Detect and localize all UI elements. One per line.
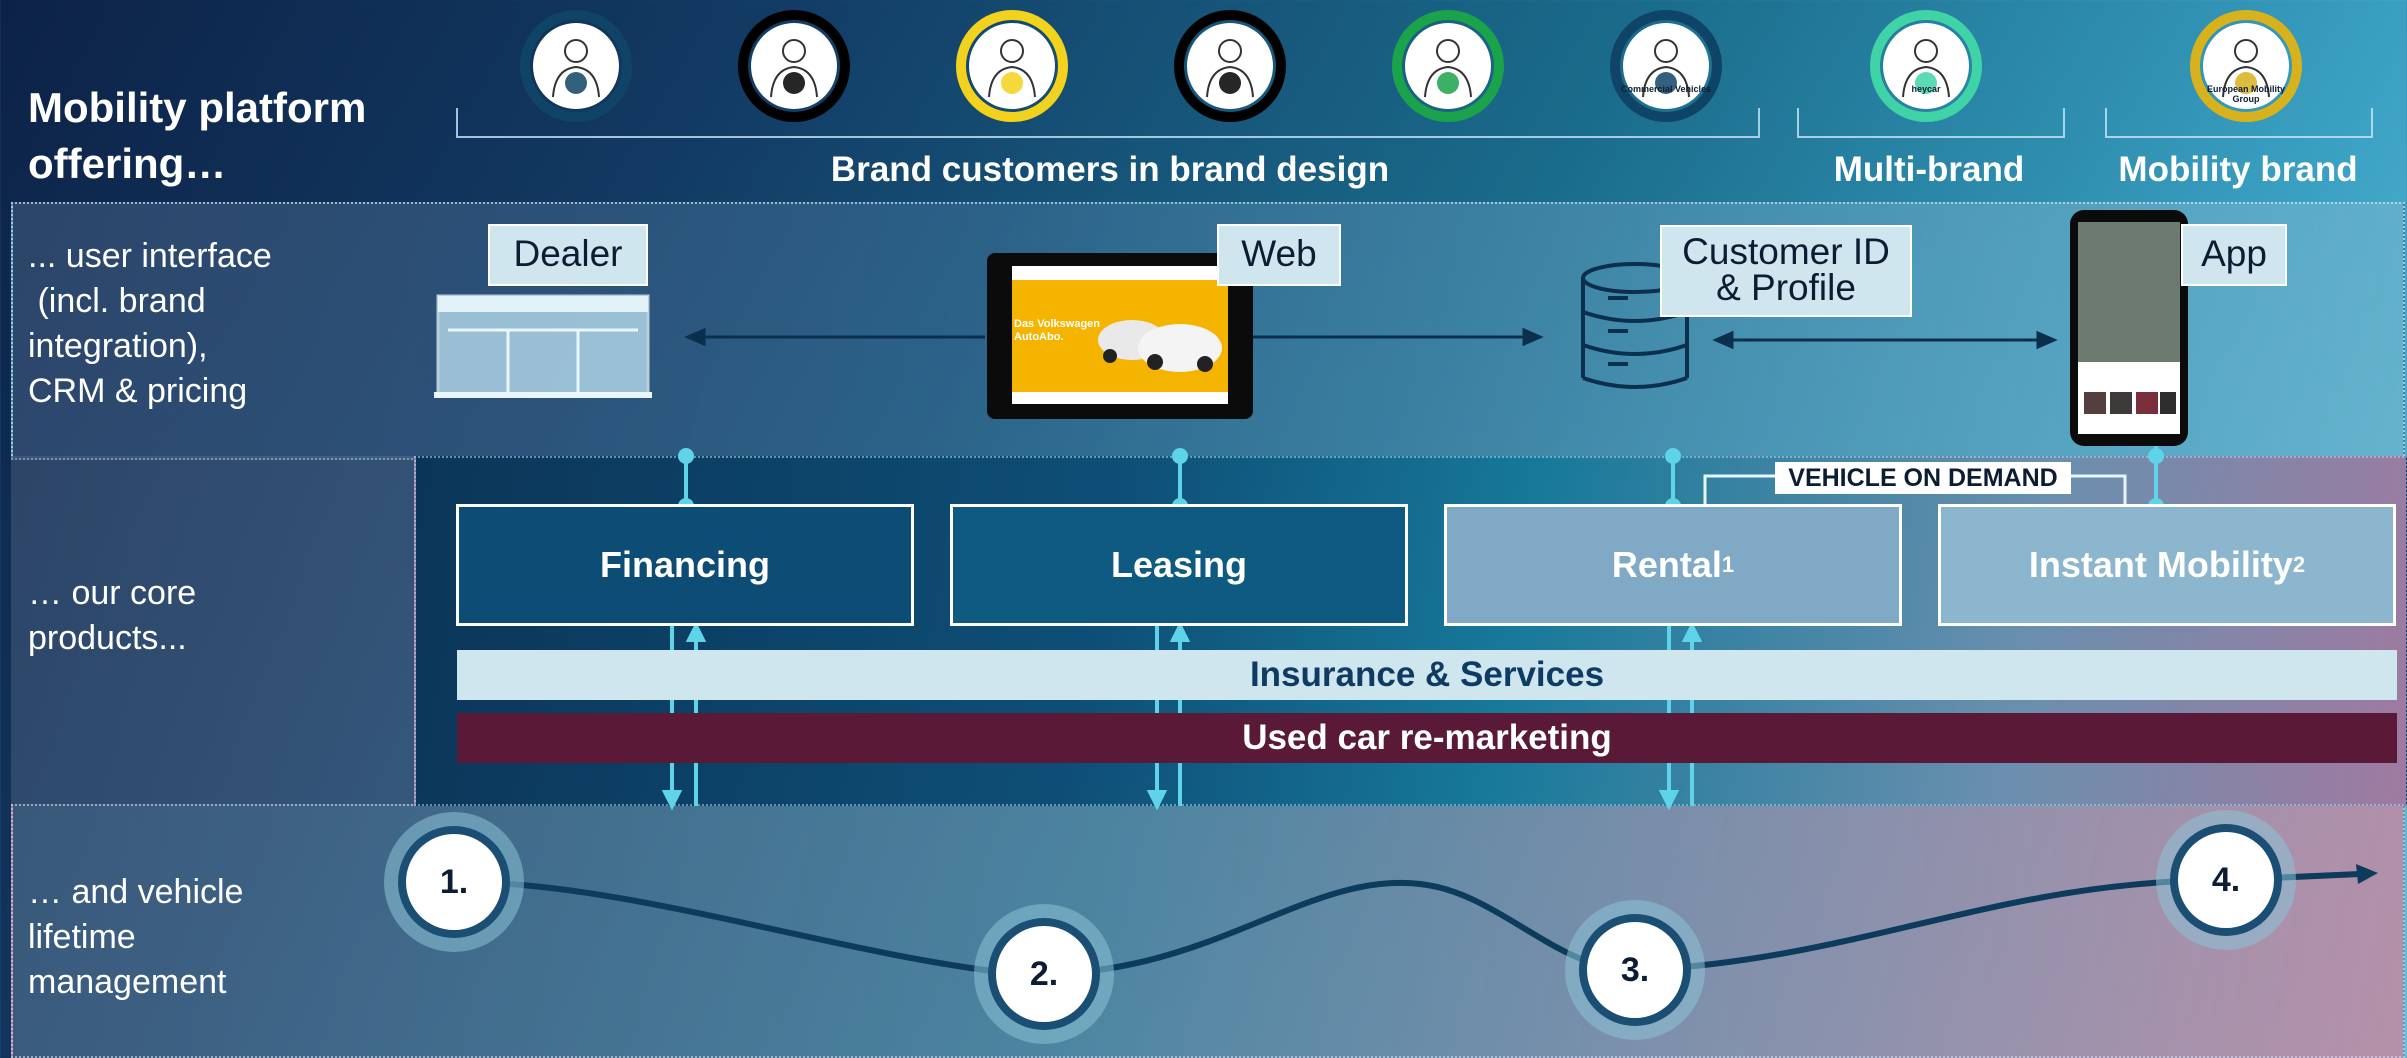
phone-device-icon [2070, 210, 2188, 446]
seat-logo-icon [956, 10, 1068, 122]
step-1: 1. [384, 812, 524, 952]
customer-id-tag: Customer ID & Profile [1660, 225, 1912, 317]
step-3-label: 3. [1587, 922, 1683, 1018]
product-label: Rental [1611, 544, 1722, 585]
step-4: 4. [2156, 810, 2296, 950]
group-mobility-brand-heading: Mobility brand [2118, 150, 2358, 189]
lifetime-arrowhead-icon [2356, 864, 2378, 884]
row-label-core: … our core products... [28, 574, 197, 657]
dealer-building-icon [434, 294, 652, 398]
group-brand-heading: Brand customers in brand design [830, 150, 1390, 189]
product-label: Financing [600, 544, 770, 585]
product-financing: Financing [456, 504, 914, 626]
product-leasing: Leasing [950, 504, 1408, 626]
vw-commercial-logo-caption: Commercial Vehicles [1620, 84, 1712, 94]
used-car-remarketing-bar: Used car re-marketing [457, 713, 2397, 763]
step-2: 2. [974, 904, 1114, 1044]
app-tag: App [2181, 224, 2287, 286]
european-mobility-group-logo-caption: European Mobility Group [2206, 84, 2285, 104]
multi-brand-bracket [1797, 108, 2065, 138]
channel-arrows [684, 327, 2058, 350]
product-label: Leasing [1110, 544, 1248, 585]
skoda-logo-icon [1392, 10, 1504, 122]
brand-bracket [456, 108, 1760, 138]
european-mobility-group-logo-icon: European Mobility Group [2190, 10, 2302, 122]
product-footnote-marker: 1 [1721, 552, 1735, 577]
cupra-logo-icon [1174, 10, 1286, 122]
vehicle-on-demand-label: VEHICLE ON DEMAND [1775, 462, 2071, 494]
page-title: Mobility platform offering… [28, 84, 367, 187]
step-4-label: 4. [2178, 832, 2274, 928]
insurance-services-bar: Insurance & Services [457, 650, 2397, 700]
step-2-label: 2. [996, 926, 1092, 1022]
product-footnote-marker: 2 [2292, 552, 2306, 577]
audi-logo-icon [738, 10, 850, 122]
group-multi-brand-heading: Multi-brand [1833, 150, 2025, 189]
dealer-tag: Dealer [488, 224, 648, 286]
row-label-lifetime: … and vehicle lifetime management [28, 873, 244, 1001]
mobility-brand-bracket [2105, 108, 2373, 138]
row-label-ui: ... user interface (incl. brand integrat… [28, 237, 272, 410]
step-3: 3. [1565, 900, 1705, 1040]
vw-logo-icon [520, 10, 632, 122]
tablet-headline: Das Volkswagen AutoAbo. [1014, 318, 1100, 343]
tablet-device-icon [987, 253, 1253, 419]
heycar-logo-caption: heycar [1911, 84, 1941, 94]
lifetime-curve [449, 871, 2361, 977]
vw-commercial-logo-icon: Commercial Vehicles [1610, 10, 1722, 122]
step-1-label: 1. [406, 834, 502, 930]
product-label: Instant Mobility [2028, 544, 2293, 585]
web-tag: Web [1217, 224, 1341, 286]
heycar-logo-icon: heycar [1870, 10, 1982, 122]
